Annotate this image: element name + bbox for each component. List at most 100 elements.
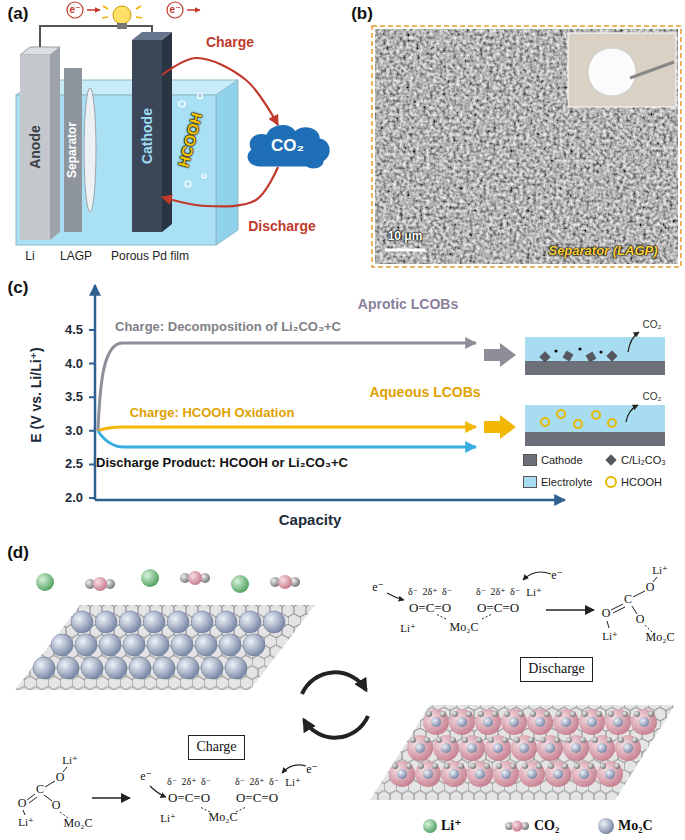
charge-label: 2δ⁺ (182, 776, 197, 788)
charge-label: 2δ⁺ (250, 776, 265, 788)
voltage-profile (98, 431, 476, 447)
voltage-profile (554, 347, 602, 353)
voltage-profile (525, 432, 665, 446)
curve-label: Discharge Product: HCOOH or Li₂CO₃+C (96, 456, 348, 471)
electron-label: e⁻ (551, 569, 563, 583)
mo2c-mechanism (537, 735, 563, 761)
tick-label: 3.5 (65, 390, 83, 405)
voltage-profile (563, 351, 574, 362)
mo2c-mechanism (71, 611, 93, 633)
charge-label: δ⁻ (235, 776, 245, 788)
mo2c-mechanism (519, 761, 545, 787)
battery-cell (179, 101, 185, 107)
mo2c-mechanism (407, 735, 433, 761)
part-label: Li (25, 250, 34, 264)
mo2c-mechanism (153, 657, 175, 679)
mo2c-mechanism (143, 611, 165, 633)
mo2c-mechanism (81, 657, 103, 679)
anode-block: Anode (20, 55, 50, 240)
molecule-label: O=C=O (409, 601, 451, 616)
mo2c-mechanism (171, 634, 193, 656)
mo2c-mechanism (141, 569, 159, 587)
mo2c-mechanism (571, 761, 597, 787)
battery-cell (167, 2, 183, 18)
mo2c-mechanism (215, 611, 237, 633)
ion-label: Li⁺ (602, 630, 618, 643)
mo2c-mechanism (579, 709, 605, 735)
charge-label: δ⁻ (167, 776, 177, 788)
voltage-profile (525, 405, 665, 432)
battery-cell (185, 181, 191, 187)
mo2c-mechanism (605, 709, 631, 735)
panel-letter: (b) (351, 4, 373, 24)
voltage-profile (586, 352, 597, 363)
mo2c-mechanism (546, 609, 594, 611)
mo2c-mechanism (433, 735, 459, 761)
mo2c-mechanism (441, 761, 467, 787)
species-label: CO₂ (643, 319, 662, 331)
voltage-profile (94, 285, 97, 500)
electron-label: e⁻ (306, 763, 318, 777)
curve-label: Aprotic LCOBs (358, 296, 458, 312)
atom-label: O (18, 797, 27, 811)
node-label: Discharge (528, 661, 585, 677)
charge-label: 2δ⁺ (423, 586, 438, 598)
panel-letter: (d) (7, 543, 29, 563)
mo2c-mechanism (615, 735, 641, 761)
ion-label: Li⁺ (652, 564, 668, 577)
voltage-profile (541, 418, 549, 426)
mo2c-mechanism (129, 657, 151, 679)
voltage-profile (539, 351, 550, 362)
voltage-profile (605, 454, 616, 465)
voltage-profile (574, 420, 582, 428)
voltage-profile (606, 477, 616, 487)
mo2c-mechanism (23, 767, 67, 815)
cathode-block: Cathode (132, 40, 162, 232)
mo2c-mechanism (527, 709, 553, 735)
ion-label: Li⁺ (62, 754, 78, 767)
tick-label: 3.0 (65, 423, 83, 438)
mo2c-mechanism (597, 761, 623, 787)
charge-label: δ⁻ (476, 586, 486, 598)
legend-text: Cathode (541, 454, 583, 467)
voltage-profile (484, 343, 516, 367)
atom-label: C (36, 783, 44, 797)
mo2c-mechanism (239, 611, 261, 633)
curve-label: Charge: Decomposition of Li₂CO₃+C (115, 320, 341, 335)
arrow-label: Discharge (246, 218, 318, 234)
mo2c-mechanism (282, 765, 306, 773)
voltage-profile (606, 350, 617, 361)
mo2c-mechanism (195, 634, 217, 656)
panel-letter: (a) (8, 4, 29, 24)
reaction-arrow (162, 58, 278, 125)
mo2c-mechanism (485, 735, 511, 761)
voltage-profile (592, 411, 600, 419)
sem-image (385, 249, 425, 252)
tick-label: 2.0 (65, 491, 83, 506)
mo2c-mechanism (188, 571, 202, 585)
molecule-label: O=C=O (168, 791, 210, 806)
mo2c-mechanism (15, 569, 675, 834)
mo2c-mechanism (191, 611, 213, 633)
electron-label: e⁻ (372, 581, 384, 595)
atom-label: O (602, 607, 611, 621)
process-box: Discharge (520, 657, 593, 682)
mo2c-mechanism (523, 572, 551, 580)
mo2c-mechanism (589, 735, 615, 761)
mo2c-mechanism (51, 634, 73, 656)
voltage-profile (89, 330, 95, 498)
sem-image (568, 33, 676, 107)
reaction-arrow (162, 167, 278, 206)
atom-label: O (52, 799, 61, 813)
mo2c-mechanism (201, 657, 223, 679)
panel-letter: (c) (8, 278, 29, 298)
mo2c-mechanism (150, 786, 166, 797)
gas-cloud: CO₂ (240, 118, 335, 174)
voltage-profile (89, 285, 665, 500)
catalyst-label: Mo₂C (646, 631, 675, 645)
legend-swatch (523, 476, 537, 488)
voltage-profile (608, 419, 616, 427)
charge-label: δ⁻ (510, 586, 520, 598)
legend-text: HCOOH (621, 476, 662, 489)
